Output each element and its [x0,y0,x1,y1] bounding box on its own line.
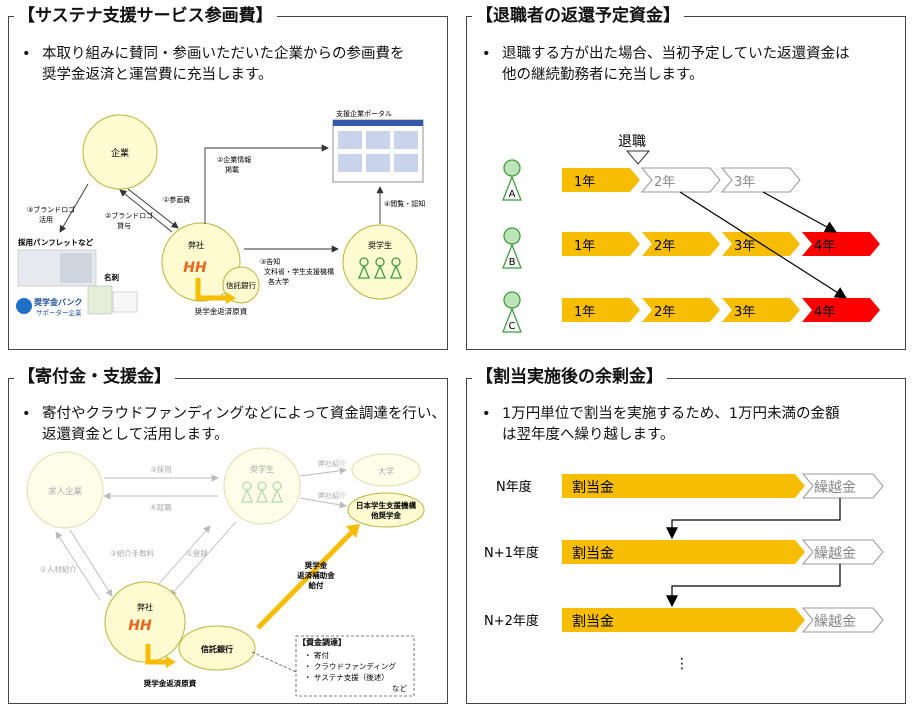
bullet-line: 退職する方が出た場合、当初予定していた返還資金は [502,46,850,62]
panel-title-sustena: 【サステナ支援サービス参画費】 [14,5,277,27]
bullet-line: 奨学金返済と運営費に充当します。 [42,67,273,83]
panel-title-surplus: 【割当実施後の余剰金】 [472,366,667,388]
bullet-line: 寄付やクラウドファンディングなどによって資金調達を行い、 [42,406,446,422]
bullet-line: 本取り組みに賛同・参画いただいた企業からの参画費を [42,46,405,62]
panel-title-donations: 【寄付金・支援金】 [14,366,175,388]
panel-donations [8,378,448,704]
bullet-line: 他の継続勤務者に充当します。 [502,67,704,83]
panel-title-retiree: 【退職者の返還予定資金】 [472,5,684,27]
bullet-line: は翌年度へ繰り越します。 [502,427,675,443]
bullet-line: 返還資金として活用します。 [42,427,229,443]
panel-surplus [466,378,906,704]
panel-retiree-funds [466,16,906,350]
bullet-line: 1万円単位で割当を実施するため、1万円未満の金額 [502,406,840,422]
